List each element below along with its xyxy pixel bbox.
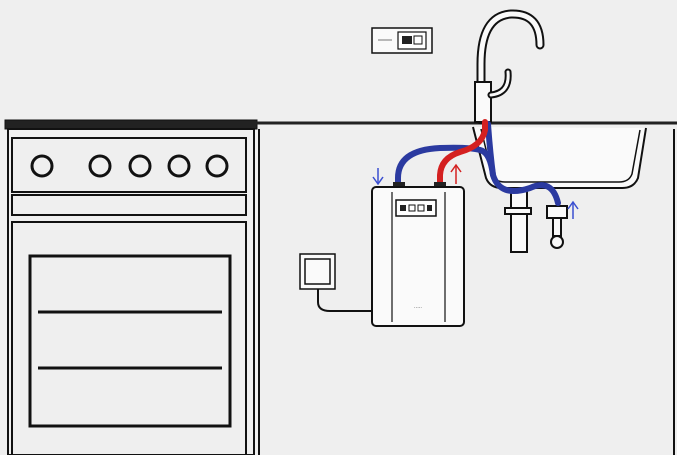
wall-thermostat-icon	[371, 27, 433, 54]
heater-display	[395, 199, 437, 217]
flow-arrow-down-icon	[372, 168, 384, 186]
heater-hot-outlet	[434, 182, 446, 189]
flow-arrow-up-icon	[567, 200, 579, 219]
stove-control-panel	[11, 137, 247, 193]
stove-knob	[88, 154, 112, 178]
angle-valve-icon	[546, 205, 568, 249]
stove-knob	[205, 154, 229, 178]
flow-arrow-up-icon	[450, 163, 462, 184]
hot-water-pipe	[437, 119, 488, 188]
instant-water-heater-icon: ·····	[371, 182, 465, 327]
cold-water-pipe-faucet	[485, 121, 496, 178]
stove-drawer-strip	[11, 194, 247, 216]
oven-window	[28, 254, 232, 428]
cold-water-pipe	[395, 144, 561, 206]
stove-knob	[128, 154, 152, 178]
heater-body	[371, 186, 465, 327]
power-cable	[317, 289, 372, 312]
sink-basin-icon	[472, 126, 647, 189]
kitchen-faucet-icon	[474, 9, 545, 125]
stove-body	[7, 128, 255, 455]
stove-cooktop	[4, 119, 258, 130]
wall-socket-icon	[299, 253, 336, 290]
electric-stove-icon	[4, 119, 258, 455]
stove-knob	[30, 154, 54, 178]
oven-door	[11, 221, 247, 455]
stove-knob	[167, 154, 191, 178]
heater-brand-mark: ·····	[414, 305, 422, 311]
heater-cold-inlet	[393, 182, 405, 189]
